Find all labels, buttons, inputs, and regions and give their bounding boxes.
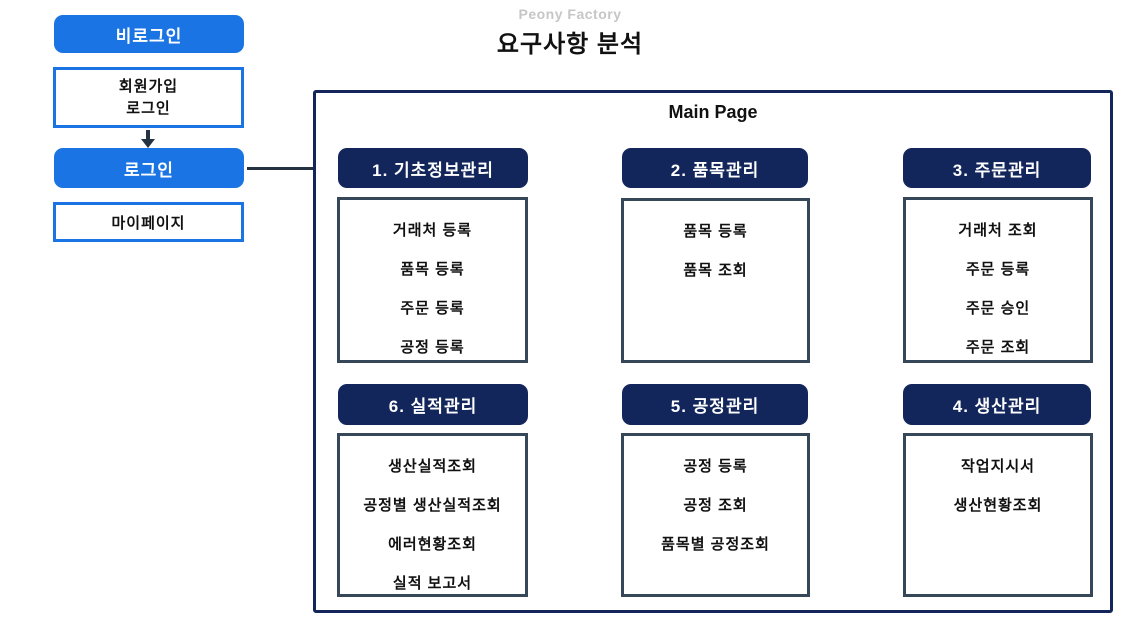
module-header-order-mgmt: 3. 주문관리	[903, 148, 1091, 188]
module-list-order-mgmt: 거래처 조회 주문 등록 주문 승인 주문 조회	[903, 197, 1093, 363]
list-item: 주문 등록	[400, 300, 465, 317]
module-list-basic-info: 거래처 등록 품목 등록 주문 등록 공정 등록	[337, 197, 528, 363]
main-page-title: Main Page	[668, 102, 758, 122]
list-item: 생산현황조회	[953, 497, 1043, 514]
list-item: 작업지시서	[960, 458, 1035, 475]
list-item: 주문 승인	[965, 300, 1031, 317]
node-no-login: 비로그인	[54, 15, 244, 53]
module-header-production-mgmt: 4. 생산관리	[903, 384, 1091, 425]
list-item: 주문 조회	[965, 339, 1031, 356]
list-item: 공정 등록	[400, 339, 465, 356]
arrow-signup-to-login	[146, 130, 150, 139]
arrow-login-to-module1	[247, 167, 327, 170]
list-item: 품목 조회	[683, 262, 748, 279]
list-item: 거래처 등록	[392, 222, 473, 239]
list-item: 공정별 생산실적조회	[363, 497, 502, 514]
node-signup-login: 회원가입 로그인	[53, 67, 244, 128]
node-mypage: 마이페이지	[53, 202, 244, 242]
module-header-item-mgmt: 2. 품목관리	[622, 148, 808, 188]
brand-title: Peony Factory	[518, 6, 622, 22]
module-list-item-mgmt: 품목 등록 품목 조회	[621, 198, 810, 363]
module-list-process-mgmt: 공정 등록 공정 조회 품목별 공정조회	[621, 433, 810, 597]
title-block: Peony Factory 요구사항 분석	[290, 6, 850, 59]
page-title: 요구사항 분석	[496, 31, 644, 58]
module-header-performance-mgmt: 6. 실적관리	[338, 384, 528, 425]
module-header-process-mgmt: 5. 공정관리	[622, 384, 808, 425]
list-item: 주문 등록	[965, 261, 1031, 278]
list-item: 공정 등록	[683, 458, 748, 475]
list-item: 품목 등록	[400, 261, 465, 278]
module-list-performance-mgmt: 생산실적조회 공정별 생산실적조회 에러현황조회 실적 보고서	[337, 433, 528, 597]
list-item: 품목 등록	[683, 223, 748, 240]
module-header-basic-info: 1. 기초정보관리	[338, 148, 528, 188]
node-login: 로그인	[54, 148, 244, 188]
signup-line: 회원가입	[118, 77, 179, 95]
login-line: 로그인	[126, 99, 171, 117]
list-item: 공정 조회	[683, 497, 748, 514]
list-item: 생산실적조회	[388, 458, 477, 475]
list-item: 실적 보고서	[392, 575, 473, 592]
module-list-production-mgmt: 작업지시서 생산현황조회	[903, 433, 1093, 597]
list-item: 에러현황조회	[388, 536, 477, 553]
list-item: 품목별 공정조회	[661, 536, 770, 553]
list-item: 거래처 조회	[958, 222, 1038, 239]
